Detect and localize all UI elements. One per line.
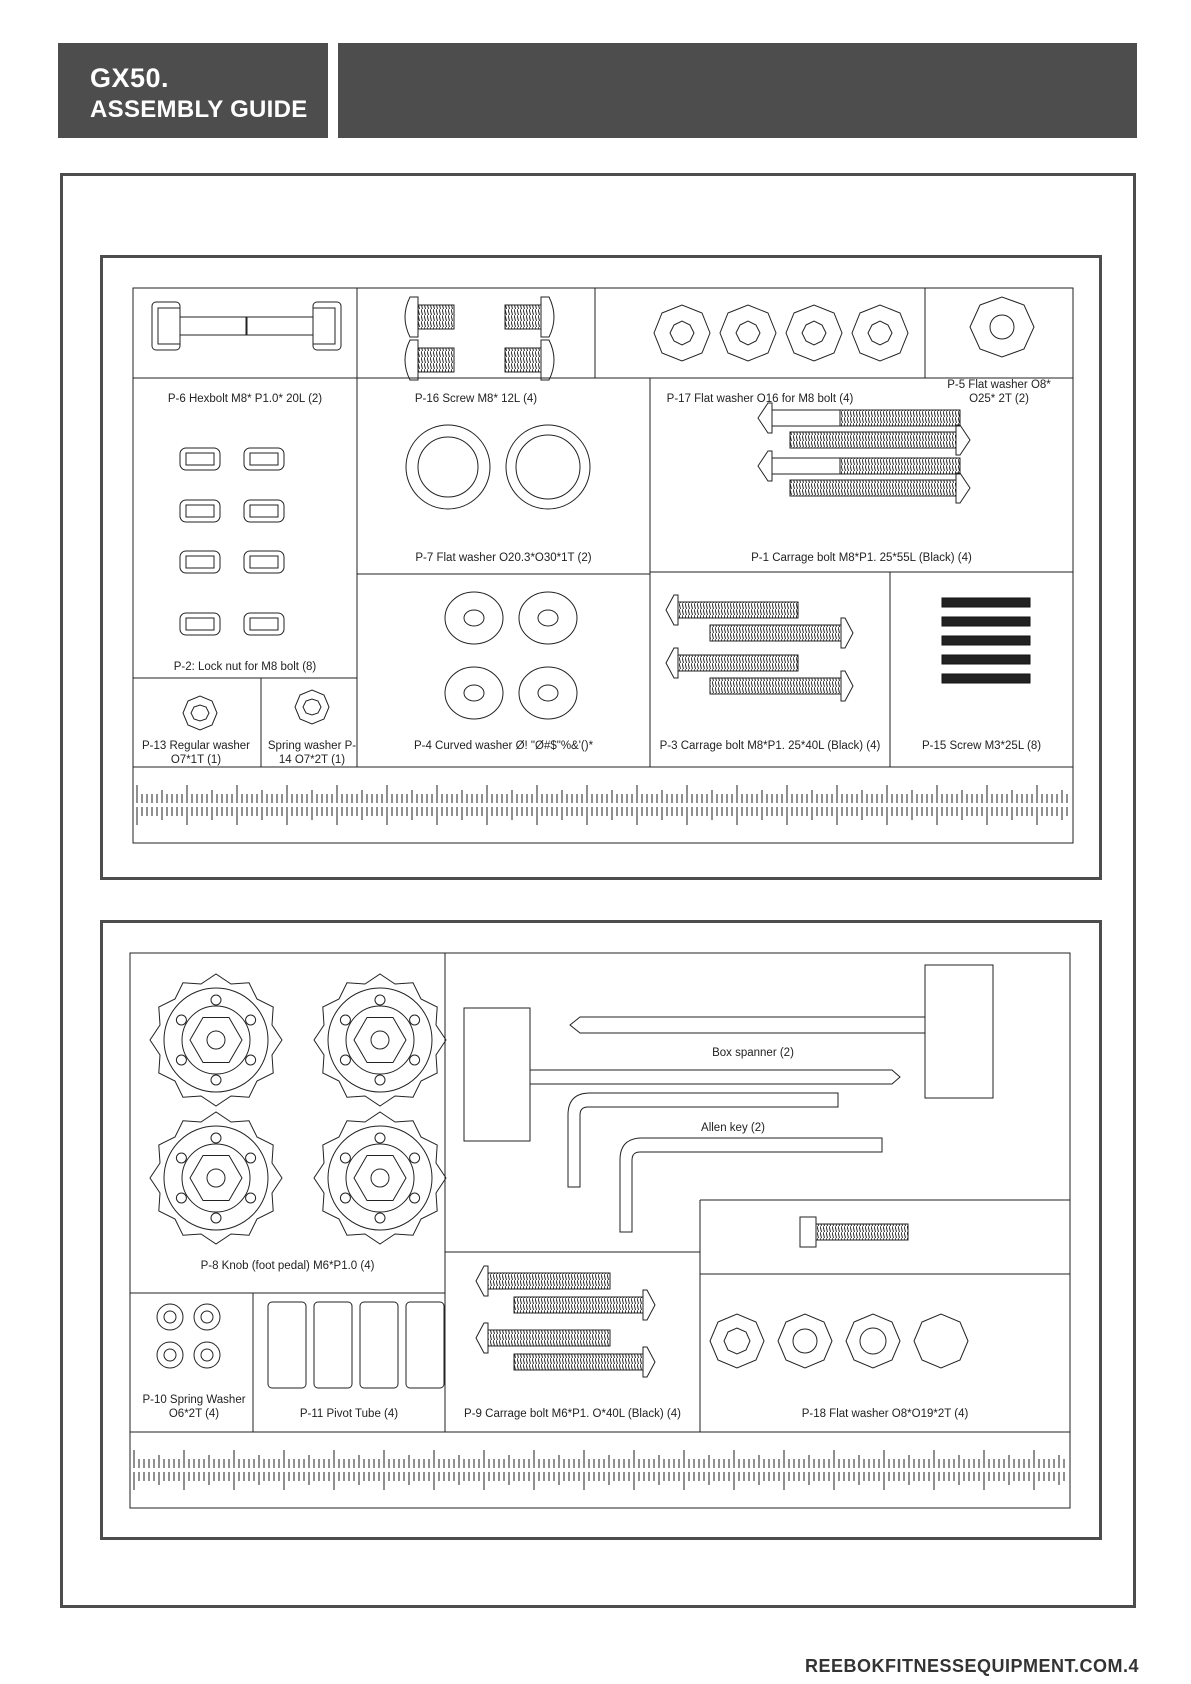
header-bar <box>338 43 1137 138</box>
carriage-bolt-icon <box>665 594 854 702</box>
hexbolt-icon <box>151 301 342 351</box>
part-label-p13: P-13 Regular washer O7*1T (1) <box>141 740 251 766</box>
hardware-panel-1: P-6 Hexbolt M8* P1.0* 20L (2) P-16 Screw… <box>100 255 1102 880</box>
part-label-p15: P-15 Screw M3*25L (8) <box>921 740 1042 752</box>
screw-icon <box>941 597 1031 684</box>
knob-icon <box>149 973 447 1245</box>
header-subtitle: ASSEMBLY GUIDE <box>90 96 308 123</box>
part-label-p6: P-6 Hexbolt M8* P1.0* 20L (2) <box>167 393 323 405</box>
part-label-p8: P-8 Knob (foot pedal) M6*P1.0 (4) <box>200 1260 375 1272</box>
allen-key-icon <box>567 1092 883 1233</box>
hexbolt-icon <box>799 1216 909 1248</box>
part-label-p18: P-18 Flat washer O8*O19*2T (4) <box>801 1408 969 1420</box>
lock-nut-icon <box>179 447 285 636</box>
part-label-p11: P-11 Pivot Tube (4) <box>299 1408 399 1420</box>
flat-washer-icon <box>709 1313 969 1369</box>
header-title-block: GX50. ASSEMBLY GUIDE <box>58 43 328 138</box>
ruler <box>136 785 1068 825</box>
part-label-p9: P-9 Carrage bolt M6*P1. O*40L (Black) (4… <box>464 1408 681 1420</box>
pivot-tube-icon <box>267 1301 445 1389</box>
part-label-p14: Spring washer P-14 O7*2T (1) <box>267 740 357 766</box>
part-label-p5: P-5 Flat washer O8* O25* 2T (2) <box>947 379 1051 405</box>
box-spanner-icon <box>463 964 994 1142</box>
flat-washer-icon <box>969 296 1035 358</box>
ruler <box>133 1450 1065 1490</box>
carriage-bolt-icon <box>757 402 971 504</box>
header-title: GX50. <box>90 63 170 93</box>
part-label-p4: P-4 Curved washer Ø! "Ø#$"%&'()* <box>413 740 594 752</box>
footer-url: REEBOKFITNESSEQUIPMENT.COM.4 <box>804 1656 1139 1676</box>
flat-washer-icon <box>653 304 909 362</box>
panel-1-drawing <box>132 287 1074 844</box>
regular-washer-icon <box>182 695 218 731</box>
hardware-panel-2: P-8 Knob (foot pedal) M6*P1.0 (4) Box sp… <box>100 920 1102 1540</box>
part-label-p7: P-7 Flat washer O20.3*O30*1T (2) <box>415 552 592 564</box>
curved-washer-icon <box>444 591 578 720</box>
part-label-box-spanner: Box spanner (2) <box>712 1047 794 1059</box>
page-frame <box>60 173 1136 1608</box>
part-label-p3: P-3 Carrage bolt M8*P1. 25*40L (Black) (… <box>659 740 881 752</box>
spring-washer-icon <box>156 1303 221 1369</box>
part-label-allen-key: Allen key (2) <box>701 1122 765 1134</box>
part-label-p16: P-16 Screw M8* 12L (4) <box>414 393 538 405</box>
panel-2-drawing <box>129 952 1071 1509</box>
part-label-p2: P-2: Lock nut for M8 bolt (8) <box>173 661 317 673</box>
part-label-p10: P-10 Spring Washer O6*2T (4) <box>142 1394 246 1420</box>
carriage-bolt-icon <box>475 1265 656 1378</box>
screw-icon <box>404 296 555 381</box>
spring-washer-icon <box>294 689 330 725</box>
flat-washer-icon <box>405 424 591 510</box>
part-label-p17: P-17 Flat washer O16 for M8 bolt (4) <box>666 393 854 405</box>
part-label-p1: P-1 Carrage bolt M8*P1. 25*55L (Black) (… <box>751 552 972 564</box>
